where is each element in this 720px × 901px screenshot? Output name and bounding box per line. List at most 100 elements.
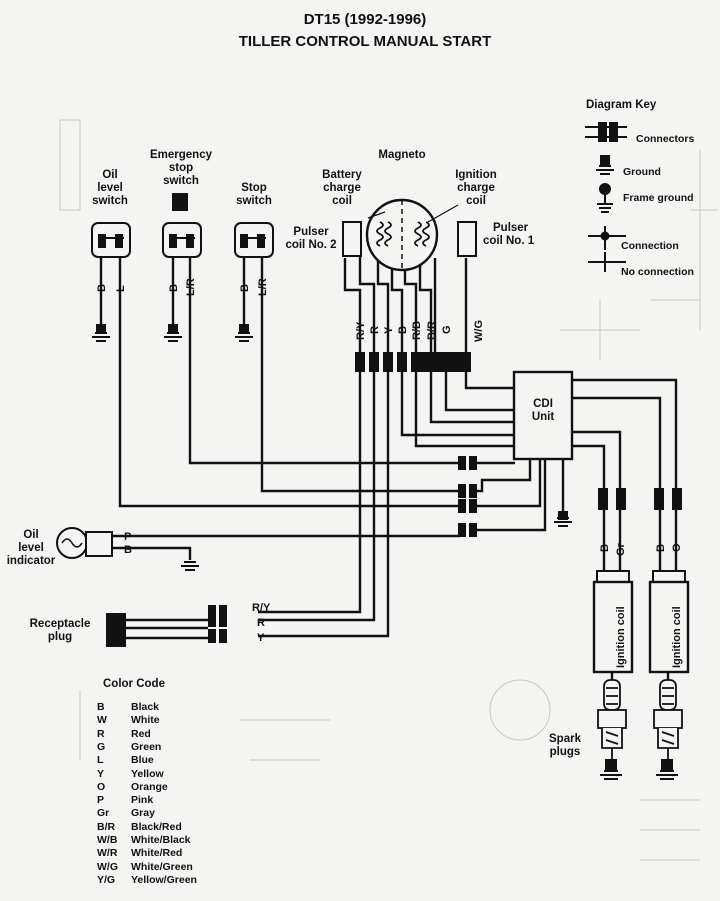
wire-label: R/Y xyxy=(252,602,271,614)
wire-mag-br-cdi xyxy=(429,372,515,424)
ground-icon-spark2 xyxy=(656,759,678,780)
color-code-name: White/Red xyxy=(131,847,183,860)
receptacle-wires xyxy=(126,618,208,640)
color-code-abbr: W xyxy=(97,714,107,727)
pulser-coil-2-body xyxy=(342,221,362,257)
wire-mag-g-cdi xyxy=(444,372,515,412)
wire-harness-3 xyxy=(475,458,542,508)
wire-label: R xyxy=(257,617,265,629)
key-connectors-label: Connectors xyxy=(636,133,695,145)
color-code-abbr: R xyxy=(97,727,105,740)
wire-harness-2 xyxy=(475,458,532,493)
wire-label: B/R xyxy=(426,321,438,340)
wire-label: B xyxy=(124,544,132,556)
wire-label: B xyxy=(239,284,251,292)
ground-symbols xyxy=(92,324,678,780)
ground-icon-oil-switch xyxy=(92,324,110,342)
color-code-abbr: Y/G xyxy=(97,873,116,886)
color-code-abbr: G xyxy=(97,740,106,753)
color-code-name: Gray xyxy=(131,807,155,820)
wire-indicator-b xyxy=(113,546,192,560)
wire-label: G xyxy=(441,325,453,334)
wire-cdi-coil1-gr xyxy=(572,430,622,488)
ground-icon-stop xyxy=(235,324,253,342)
color-code-name: Orange xyxy=(131,780,168,793)
stop-switch xyxy=(234,222,274,258)
key-symbols xyxy=(585,122,627,272)
background-texture xyxy=(59,119,718,861)
ignition-coil-2 xyxy=(648,570,690,680)
wire-label: B xyxy=(397,326,409,334)
color-code-name: White xyxy=(131,714,160,727)
wire-harness-4 xyxy=(475,458,547,532)
wire-label: Y xyxy=(257,632,265,644)
connectors-icon xyxy=(585,122,627,142)
spark-plug-1 xyxy=(597,679,627,760)
frame-ground-icon xyxy=(597,183,613,213)
magneto-connectors xyxy=(355,352,471,372)
wire-labels: B L B L/R B L/R R/Y R Y B R/B B/R G W/G … xyxy=(96,278,683,668)
ground-icon xyxy=(596,155,614,175)
color-code-name: Yellow/Green xyxy=(131,873,197,886)
pulser-coil-1-body xyxy=(457,221,477,257)
wire-mag-ry xyxy=(343,258,362,352)
ground-icon-spark1 xyxy=(600,759,622,780)
wire-label: R/Y xyxy=(355,321,367,340)
color-code-abbr: L xyxy=(97,754,104,767)
receptacle-plug-body xyxy=(106,613,126,647)
battery-coil-leader xyxy=(367,211,386,219)
key-heading: Diagram Key xyxy=(586,99,657,111)
wire-label: W/G xyxy=(473,320,485,342)
connection-icon xyxy=(588,226,626,250)
wire-mag-rb xyxy=(403,262,418,352)
wire-mag-wg-cdi xyxy=(464,372,515,390)
page-subtitle: TILLER CONTROL MANUAL START xyxy=(238,33,492,50)
color-code-name: Green xyxy=(131,740,162,753)
wire-recept-ry xyxy=(258,372,362,614)
wire-mag-br xyxy=(418,262,433,352)
color-code-name: Black/Red xyxy=(131,820,182,833)
no-connection-icon xyxy=(588,252,626,272)
wire-emergency-lr xyxy=(188,258,460,465)
ground-icon-emergency xyxy=(164,324,182,342)
wire-label: O xyxy=(671,543,683,552)
key-connection-label: Connection xyxy=(621,240,679,252)
wire-mag-rb-cdi xyxy=(414,372,515,448)
wire-cdi-coil1-b xyxy=(572,444,606,488)
ground-icon-indicator xyxy=(181,561,199,571)
color-code-abbr: W/G xyxy=(97,860,118,873)
wire-mag-y xyxy=(376,260,390,352)
color-code-abbr: B xyxy=(97,701,105,713)
wire-label: Y xyxy=(383,326,395,334)
wire-coil1-leads xyxy=(602,510,622,578)
wire-recept-y xyxy=(258,372,390,638)
spark-plug-2 xyxy=(653,679,683,760)
oil-level-switch xyxy=(91,222,131,258)
wire-mag-b-cdi xyxy=(400,372,515,437)
color-code-name: Red xyxy=(131,727,151,740)
color-code-name: White/Green xyxy=(131,860,193,873)
color-code-abbr: P xyxy=(97,794,105,807)
color-code-abbr: W/R xyxy=(97,847,118,860)
wire-label: R xyxy=(369,326,381,334)
ignition-coil-1 xyxy=(592,570,634,680)
emergency-stop-switch xyxy=(162,193,202,258)
wire-label: P xyxy=(124,531,131,543)
color-code-name: Black xyxy=(131,701,160,713)
wire-label: B xyxy=(599,544,611,552)
color-code-abbr: O xyxy=(97,780,106,793)
ignition-coil-windings xyxy=(414,221,430,247)
wires xyxy=(99,255,678,638)
ignition-coil-label: Ignition coil xyxy=(615,606,627,668)
wire-cdi-coil2-o xyxy=(572,378,678,488)
